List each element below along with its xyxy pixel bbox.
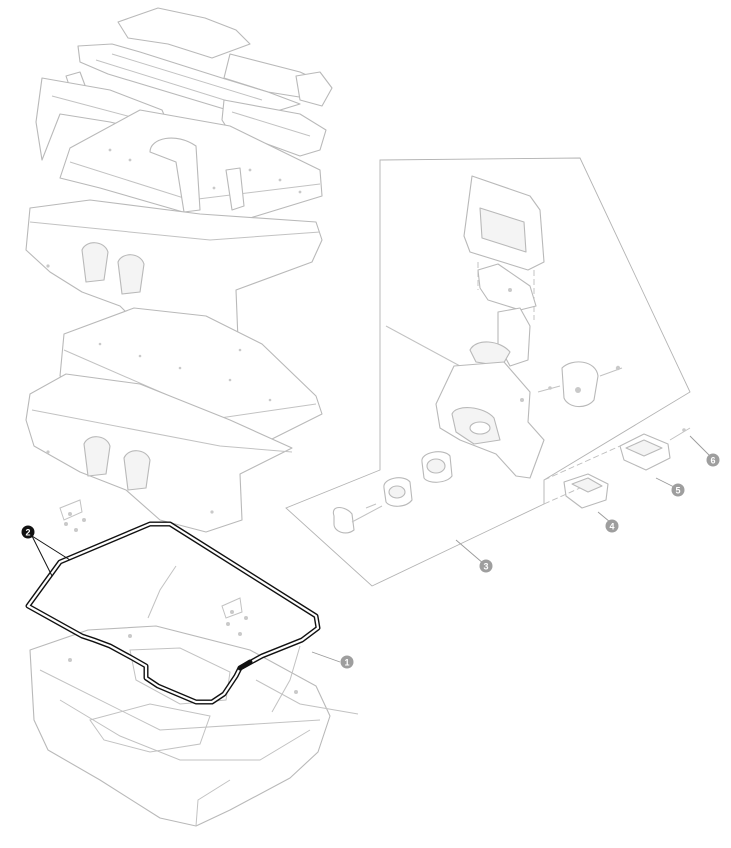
lock-housing	[435, 361, 545, 479]
lock-lever	[385, 307, 531, 367]
callout-3-label: 3	[483, 562, 488, 572]
latch-bracket	[463, 175, 545, 320]
latch-hook	[477, 263, 537, 311]
hinge-bracket-right	[221, 597, 248, 636]
callout-1: 1	[340, 655, 354, 669]
callout-2-label: 2	[25, 528, 30, 538]
callout-3: 3	[479, 559, 493, 573]
callout-1-label: 1	[344, 658, 349, 668]
latch-piece	[563, 473, 609, 509]
lid-seal-gasket[interactable]	[25, 521, 321, 705]
cable	[147, 565, 359, 715]
callout-6-label: 6	[710, 456, 715, 466]
callout-4-label: 4	[609, 522, 614, 532]
callout-6: 6	[706, 453, 720, 467]
lower-lid	[25, 373, 293, 533]
lock-cylinder-parts	[332, 451, 453, 534]
callout-4: 4	[605, 519, 619, 533]
callout-5: 5	[671, 483, 685, 497]
latch-block	[619, 427, 691, 471]
callout-5-label: 5	[675, 486, 680, 496]
callout-2: 2	[21, 525, 35, 539]
rotary-catch	[537, 361, 623, 408]
base-case	[29, 625, 331, 827]
top-rack-frame	[65, 7, 333, 119]
hinge-bracket-left	[59, 499, 86, 532]
leader-lines	[31, 435, 711, 663]
top-plate	[59, 109, 323, 219]
